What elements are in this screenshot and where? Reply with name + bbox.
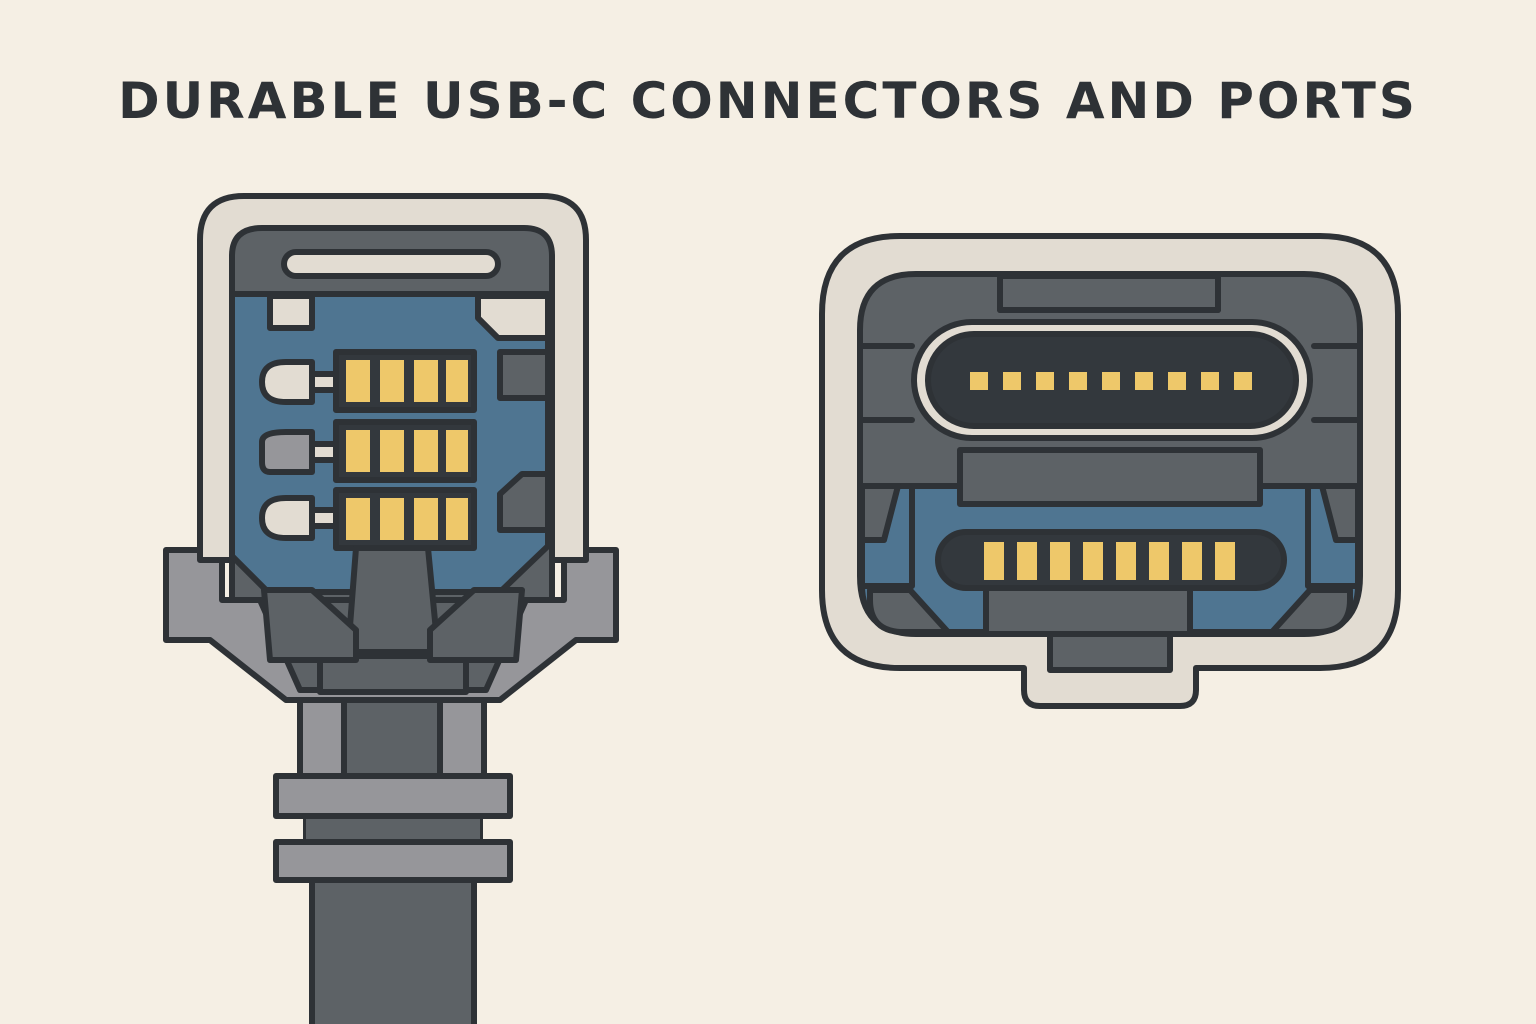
corner-block-right <box>475 293 551 341</box>
corner-block-left <box>267 293 315 331</box>
slot-pin <box>1069 372 1087 390</box>
cable <box>309 871 477 1024</box>
led-row-1 <box>259 349 477 413</box>
gold-pad <box>380 360 404 402</box>
slot-pin <box>1036 372 1054 390</box>
gold-pad <box>414 430 438 472</box>
gold-pad <box>446 360 468 402</box>
led-lead <box>309 507 339 529</box>
gold-pad <box>446 498 468 540</box>
led-icon <box>259 359 315 405</box>
corner-panel <box>867 587 951 635</box>
center-stem <box>345 545 441 655</box>
led-icon <box>259 495 315 541</box>
contact-pin <box>1083 542 1103 580</box>
gold-pad <box>446 430 468 472</box>
contact-pins <box>984 542 1235 580</box>
shoulder-right <box>427 587 525 663</box>
slot-pin <box>970 372 988 390</box>
slot-pins <box>970 372 1252 390</box>
top-slot <box>281 249 501 279</box>
frame-panel <box>957 447 1263 507</box>
frame-panel <box>997 273 1221 313</box>
slot-pin <box>1168 372 1186 390</box>
shoulder-left <box>261 587 359 663</box>
gold-pad <box>346 360 370 402</box>
corner-panel <box>1269 587 1353 635</box>
led-icon <box>259 429 315 475</box>
slot-pin <box>1003 372 1021 390</box>
usb-c-cable-connector-icon <box>163 193 619 1024</box>
contact-pin <box>984 542 1004 580</box>
usb-c-port-icon <box>819 233 1401 709</box>
latch-tab <box>1047 631 1173 673</box>
gold-pad <box>414 498 438 540</box>
slot-pin <box>1234 372 1252 390</box>
gold-pad <box>414 360 438 402</box>
slot-pin <box>1102 372 1120 390</box>
gold-pad <box>380 498 404 540</box>
side-block <box>497 349 551 401</box>
gold-pad <box>346 498 370 540</box>
contact-pin <box>1116 542 1136 580</box>
side-block <box>497 471 551 533</box>
frame-panel <box>983 585 1193 637</box>
page-title: DURABLE USB-C CONNECTORS AND PORTS <box>118 72 1418 130</box>
contact-pin <box>1215 542 1235 580</box>
contact-pin <box>1017 542 1037 580</box>
slot-pin <box>1135 372 1153 390</box>
slot-pin <box>1201 372 1219 390</box>
led-row-3 <box>259 487 477 551</box>
gold-pad <box>346 430 370 472</box>
led-lead <box>309 441 339 463</box>
led-row-2 <box>259 419 477 483</box>
gold-pad <box>380 430 404 472</box>
led-lead <box>309 371 339 393</box>
contact-pin <box>1149 542 1169 580</box>
contact-pin <box>1050 542 1070 580</box>
contact-pin <box>1182 542 1202 580</box>
